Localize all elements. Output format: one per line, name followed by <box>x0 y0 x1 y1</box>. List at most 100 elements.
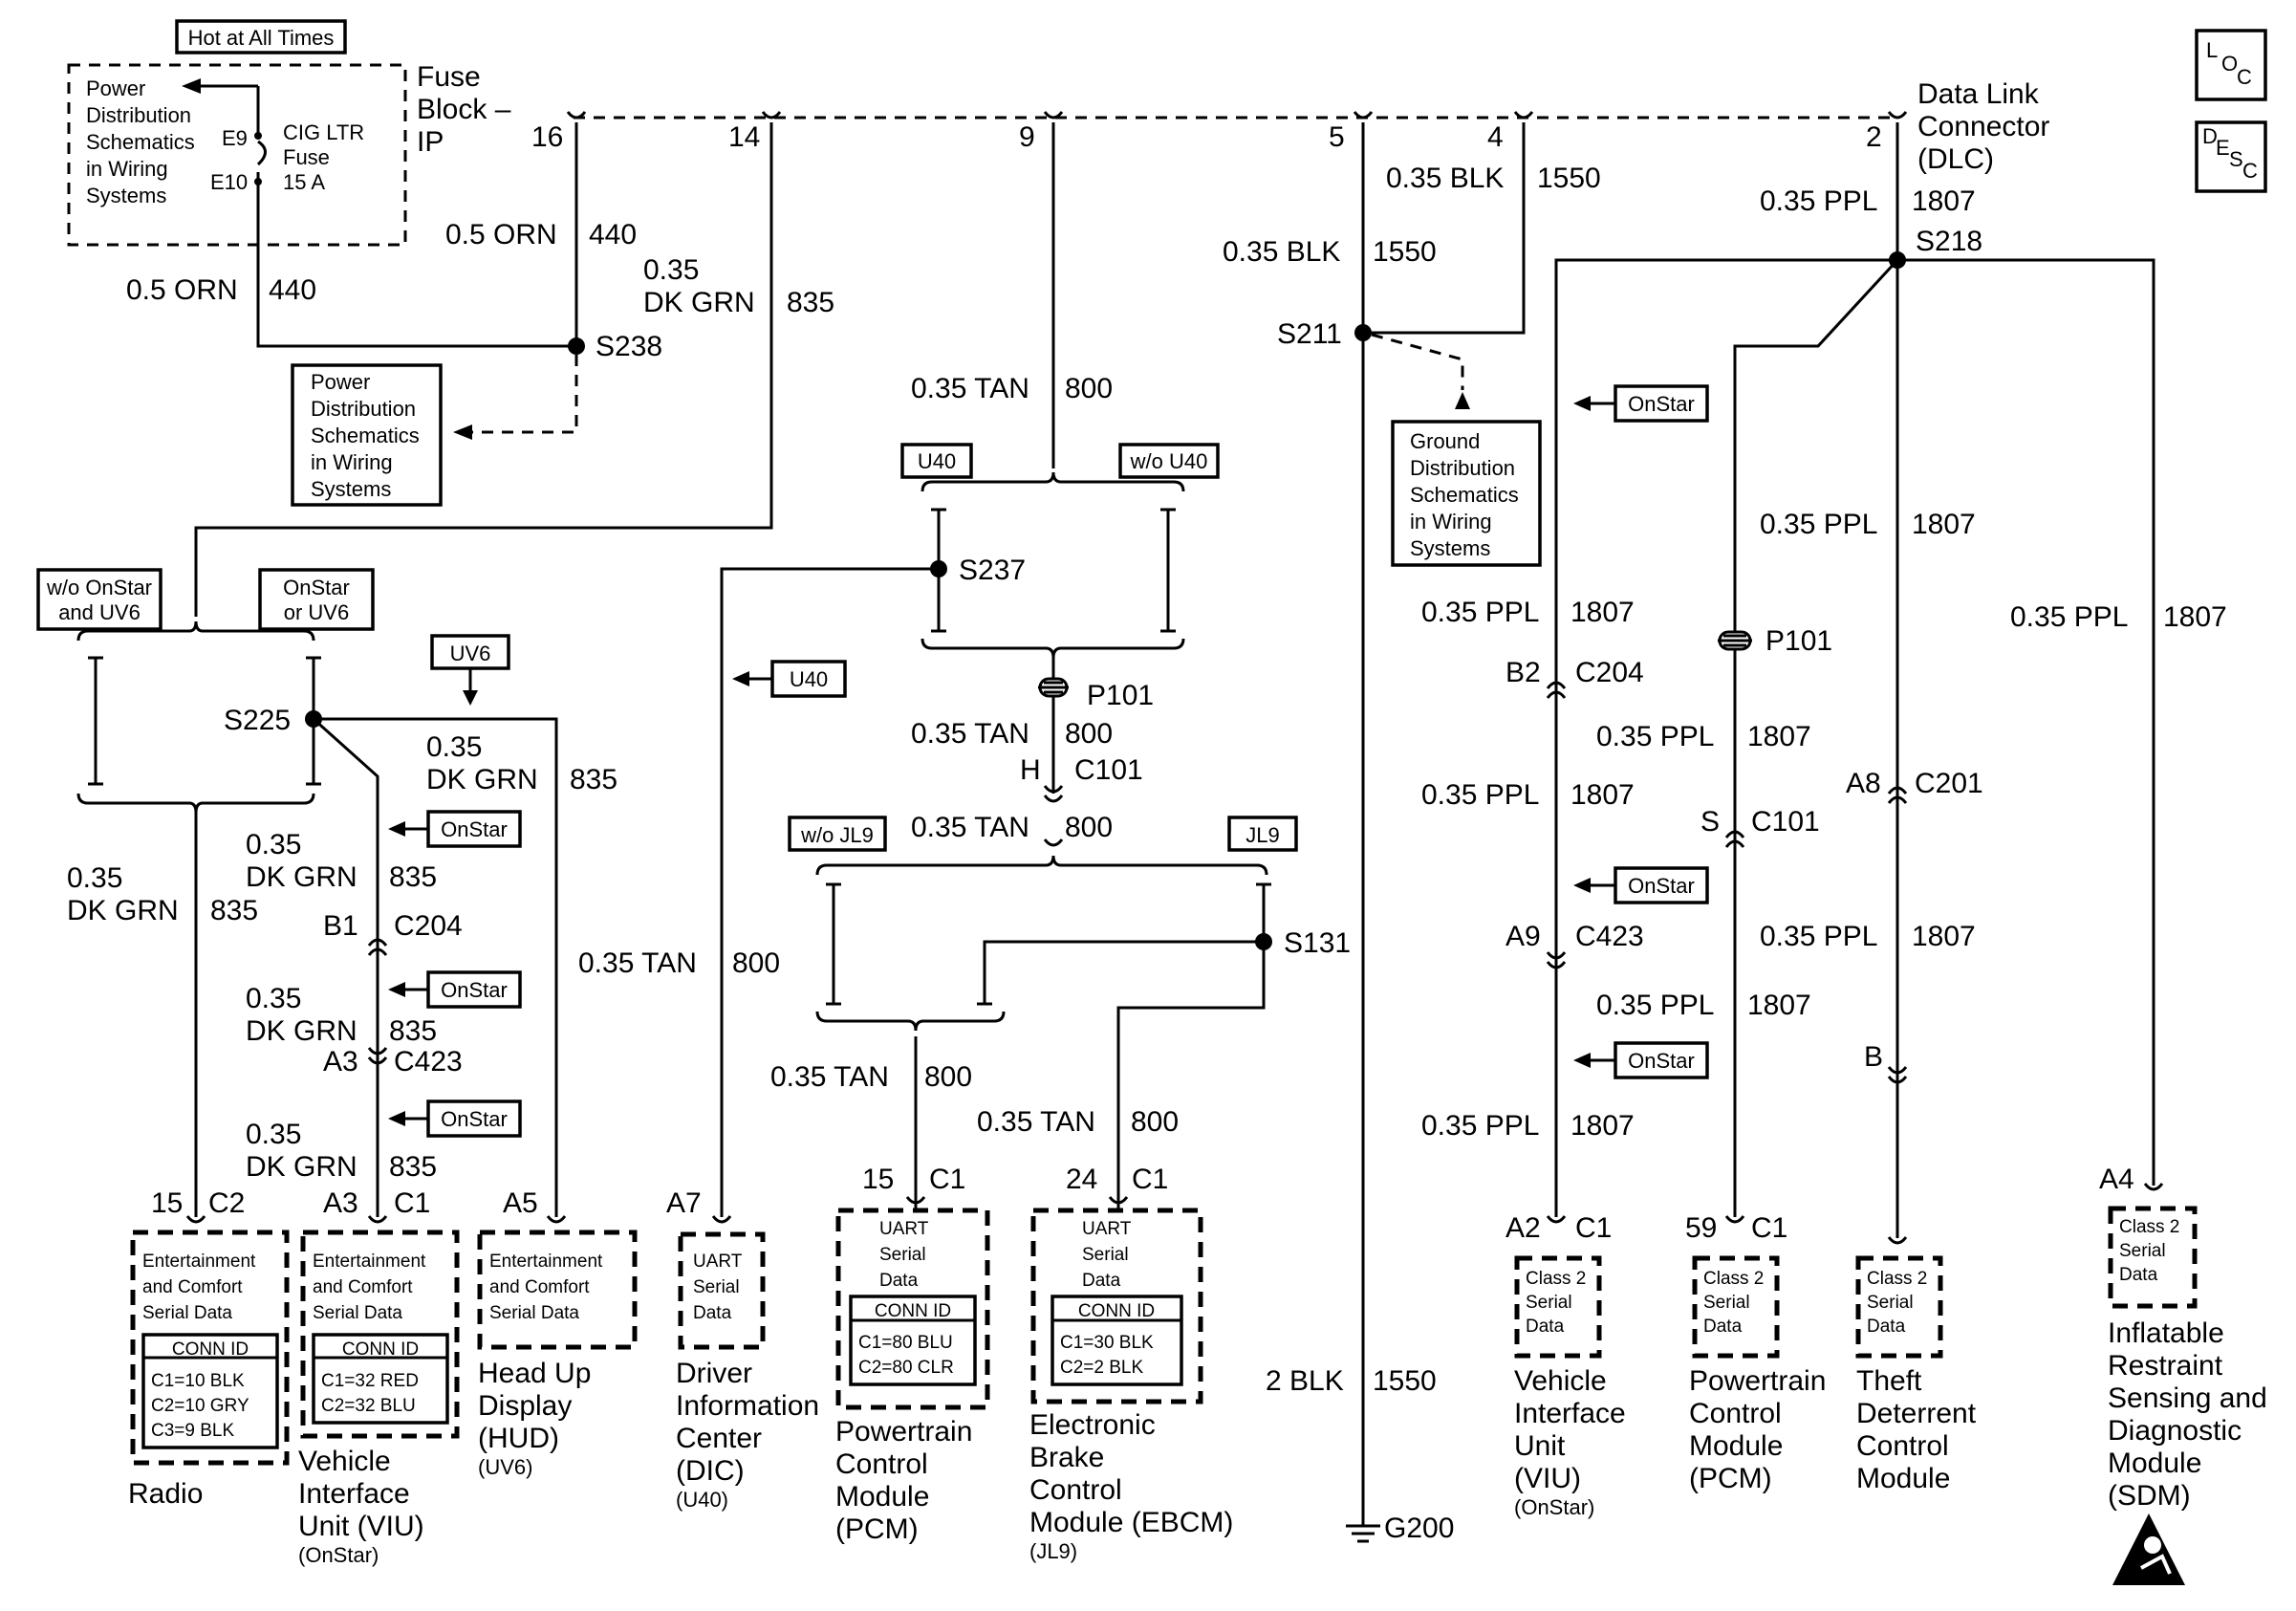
svg-text:C1=10 BLK: C1=10 BLK <box>151 1371 245 1391</box>
svg-text:Information: Information <box>676 1390 819 1422</box>
fuse-block-outline <box>67 63 407 247</box>
svg-text:Systems: Systems <box>1410 536 1490 560</box>
viu-right-module: Class 2 Serial Data <box>1514 1255 1602 1359</box>
svg-text:0.35: 0.35 <box>246 1119 301 1150</box>
p101-right-label: P101 <box>1765 625 1832 657</box>
svg-text:16: 16 <box>531 121 563 153</box>
svg-text:Ground: Ground <box>1410 429 1480 453</box>
wire-800-d-label: 0.35 TAN 800 <box>770 1061 972 1093</box>
svg-text:UV6: UV6 <box>450 642 491 665</box>
svg-text:A9: A9 <box>1505 921 1541 952</box>
svg-text:A2: A2 <box>1505 1212 1541 1244</box>
svg-text:0.35 TAN: 0.35 TAN <box>770 1061 889 1093</box>
wire-1807-f-label: 0.35 PPL 1807 <box>1760 509 1976 540</box>
svg-text:Connector: Connector <box>1917 111 2049 142</box>
svg-text:C1: C1 <box>929 1164 965 1195</box>
svg-text:Distribution: Distribution <box>86 103 191 127</box>
svg-text:Class 2: Class 2 <box>2119 1217 2179 1237</box>
onstar-callout-5: OnStar <box>1573 866 1709 904</box>
svg-text:C101: C101 <box>1074 754 1143 786</box>
svg-text:or UV6: or UV6 <box>284 600 349 624</box>
svg-text:Module: Module <box>1689 1430 1783 1462</box>
svg-text:(PCM): (PCM) <box>835 1513 919 1545</box>
p101-center-connector <box>1038 677 1069 698</box>
svg-text:Deterrent: Deterrent <box>1856 1398 1977 1429</box>
svg-text:835: 835 <box>389 1151 437 1183</box>
svg-text:15: 15 <box>862 1164 894 1195</box>
svg-text:800: 800 <box>1065 718 1113 750</box>
svg-text:800: 800 <box>732 947 780 979</box>
svg-text:(DIC): (DIC) <box>676 1455 745 1487</box>
svg-text:DK GRN: DK GRN <box>426 764 538 795</box>
svg-text:DK GRN: DK GRN <box>67 895 179 926</box>
wire-1550-label: 0.35 BLK 1550 <box>1223 236 1437 268</box>
option-wo-onstar-uv6: w/o OnStar and UV6 <box>36 568 162 631</box>
svg-text:Powertrain: Powertrain <box>1689 1365 1826 1397</box>
svg-text:(PCM): (PCM) <box>1689 1463 1772 1494</box>
svg-text:0.35 TAN: 0.35 TAN <box>578 947 697 979</box>
svg-text:1807: 1807 <box>1912 921 1976 952</box>
svg-text:Data: Data <box>2119 1265 2158 1285</box>
svg-text:Module: Module <box>835 1481 929 1513</box>
ebcm-pin-label: 24 C1 <box>1066 1164 1168 1195</box>
svg-text:C1: C1 <box>1751 1212 1787 1244</box>
wire-1807-h-label: 0.35 PPL 1807 <box>2010 601 2227 633</box>
svg-text:Serial Data: Serial Data <box>142 1303 232 1323</box>
svg-text:Brake: Brake <box>1029 1442 1104 1473</box>
svg-text:OnStar: OnStar <box>1628 874 1695 898</box>
svg-text:Entertainment: Entertainment <box>313 1252 426 1272</box>
svg-text:Block –: Block – <box>417 94 511 125</box>
wire-1807-viu <box>1554 258 1897 1217</box>
option-wo-jl9: w/o JL9 <box>788 816 887 852</box>
svg-text:w/o U40: w/o U40 <box>1130 449 1208 473</box>
svg-text:Serial: Serial <box>1703 1293 1750 1313</box>
svg-text:and Comfort: and Comfort <box>142 1277 243 1297</box>
wire-800-e-label: 0.35 TAN 800 <box>977 1106 1179 1138</box>
svg-text:Hot at All Times: Hot at All Times <box>188 26 335 50</box>
svg-text:Schematics: Schematics <box>311 424 420 447</box>
c204-right-label: B2 C204 <box>1505 657 1644 688</box>
wire-835-label: 0.35 DK GRN 835 <box>643 254 834 318</box>
svg-text:A3: A3 <box>323 1187 358 1219</box>
svg-text:Center: Center <box>676 1423 762 1454</box>
airbag-icon <box>2112 1513 2185 1585</box>
svg-text:Fuse: Fuse <box>417 61 481 93</box>
hot-at-all-times-label: Hot at All Times <box>175 19 347 54</box>
svg-text:B1: B1 <box>323 910 358 942</box>
uv6-label: UV6 <box>430 634 510 670</box>
svg-text:Driver: Driver <box>676 1358 752 1389</box>
ground-distribution-ref: Ground Distribution Schematics in Wiring… <box>1391 420 1542 567</box>
svg-text:0.35 PPL: 0.35 PPL <box>1760 921 1877 952</box>
e10-label: E10 <box>210 170 248 194</box>
svg-text:Schematics: Schematics <box>86 130 195 154</box>
svg-text:U40: U40 <box>918 449 956 473</box>
tdcm-pin-label: B <box>1864 1041 1883 1073</box>
wire-1550-pin4 <box>1363 122 1526 335</box>
wire-800-b-label: 0.35 TAN 800 <box>911 718 1113 750</box>
svg-text:Electronic: Electronic <box>1029 1409 1156 1441</box>
wire-1807-d-label: 0.35 PPL 1807 <box>1596 721 1811 752</box>
svg-text:Serial Data: Serial Data <box>489 1303 579 1323</box>
desc-icon: D E S C <box>2195 120 2267 193</box>
svg-text:Control: Control <box>1689 1398 1782 1429</box>
svg-text:24: 24 <box>1066 1164 1097 1195</box>
wire-1807-sdm <box>1897 258 2155 1186</box>
svg-text:0.35 TAN: 0.35 TAN <box>911 718 1029 750</box>
wire-835-hud-label: 0.35 DK GRN 835 <box>426 731 617 795</box>
svg-text:Powertrain: Powertrain <box>835 1416 972 1448</box>
svg-text:OnStar: OnStar <box>1628 1049 1695 1073</box>
hud-label: Head Up Display (HUD) (UV6) <box>478 1358 591 1479</box>
svg-text:A8: A8 <box>1846 768 1881 799</box>
svg-text:(SDM): (SDM) <box>2108 1480 2191 1512</box>
svg-text:w/o JL9: w/o JL9 <box>800 823 874 847</box>
onstar-callout-3: OnStar <box>388 1099 522 1138</box>
svg-text:Display: Display <box>478 1390 572 1422</box>
wire-835-viu-label-3: 0.35 DK GRN 835 <box>246 1119 437 1183</box>
dic-label: Driver Information Center (DIC) (U40) <box>676 1358 819 1512</box>
svg-text:0.35: 0.35 <box>246 829 301 860</box>
wire-800-c-label: 0.35 TAN 800 <box>911 812 1113 843</box>
svg-text:DK GRN: DK GRN <box>246 861 357 893</box>
svg-text:Serial: Serial <box>879 1245 926 1265</box>
svg-text:IP: IP <box>417 126 444 158</box>
